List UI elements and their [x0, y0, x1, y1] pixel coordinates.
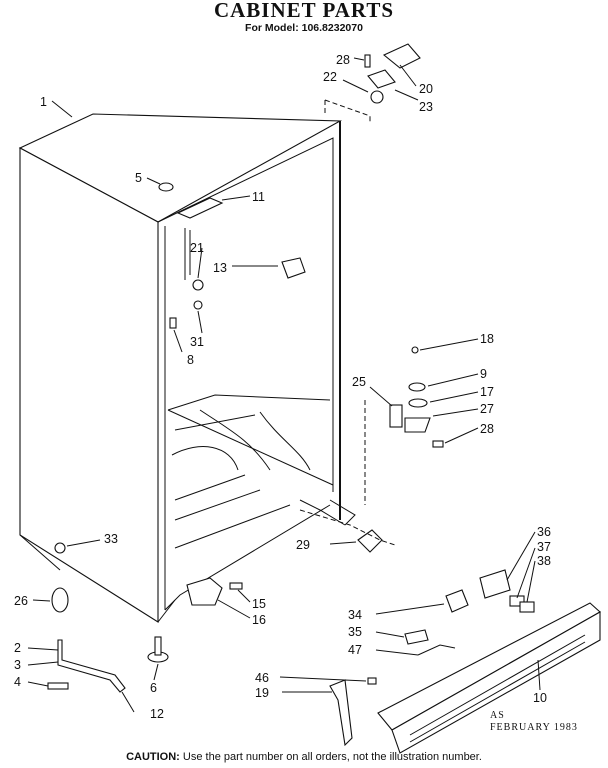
callout-9: 9: [480, 367, 487, 381]
callout-18: 18: [480, 332, 494, 346]
callout-4: 4: [14, 675, 21, 689]
caution-text: Use the part number on all orders, not t…: [182, 751, 482, 763]
callout-11: 11: [252, 190, 265, 204]
caution-label: CAUTION:: [126, 751, 180, 763]
diagram-title: CABINET PARTS: [213, 0, 395, 22]
model-number: For Model: 106.8232070: [245, 22, 363, 34]
cabinet-body: [18, 113, 356, 623]
stamp-date: FEBRUARY 1983: [490, 722, 578, 733]
callout-38: 38: [537, 554, 551, 568]
callout-3: 3: [14, 658, 21, 672]
callout-31: 31: [190, 335, 204, 349]
callout-22: 22: [323, 70, 337, 84]
callout-33: 33: [104, 532, 118, 546]
callout-19: 19: [255, 686, 269, 700]
caution-note: CAUTION: Use the part number on all orde…: [0, 750, 608, 764]
callout-10: 10: [533, 691, 547, 705]
callout-28-top: 28: [336, 53, 350, 67]
callout-15: 15: [252, 597, 266, 611]
callout-8: 8: [187, 353, 194, 367]
callout-13: 13: [213, 261, 227, 275]
callout-37: 37: [537, 540, 551, 554]
callout-5: 5: [135, 171, 142, 185]
callout-25: 25: [352, 375, 366, 389]
stamp-line-1: AS: [490, 710, 505, 721]
callout-47: 47: [348, 643, 362, 657]
small-parts: [47, 182, 306, 693]
callout-36: 36: [537, 525, 551, 539]
callout-2: 2: [14, 641, 21, 655]
callout-17: 17: [480, 385, 494, 399]
callout-labels: 1 5 11 13 21 31 8 28 22 20 23 18 9 25 17…: [14, 53, 551, 721]
center-hinge-assembly: [364, 346, 444, 505]
callout-12: 12: [150, 707, 164, 721]
hinge-plate-29: [357, 529, 383, 553]
callout-23: 23: [419, 100, 433, 114]
callout-46: 46: [255, 671, 269, 685]
callout-16: 16: [252, 613, 266, 627]
callout-35: 35: [348, 625, 362, 639]
callout-34: 34: [348, 608, 362, 622]
callout-28-right: 28: [480, 422, 494, 436]
callout-27: 27: [480, 402, 494, 416]
callout-1: 1: [40, 95, 47, 109]
callout-29: 29: [296, 538, 310, 552]
callout-6: 6: [150, 681, 157, 695]
top-hinge-assembly: [324, 43, 421, 122]
leader-lines: [27, 57, 541, 713]
callout-26: 26: [14, 594, 28, 608]
grille-and-controls: [329, 569, 601, 754]
callout-21: 21: [190, 241, 204, 255]
revision-stamp: AS FEBRUARY 1983: [490, 710, 578, 734]
callout-20: 20: [419, 82, 433, 96]
